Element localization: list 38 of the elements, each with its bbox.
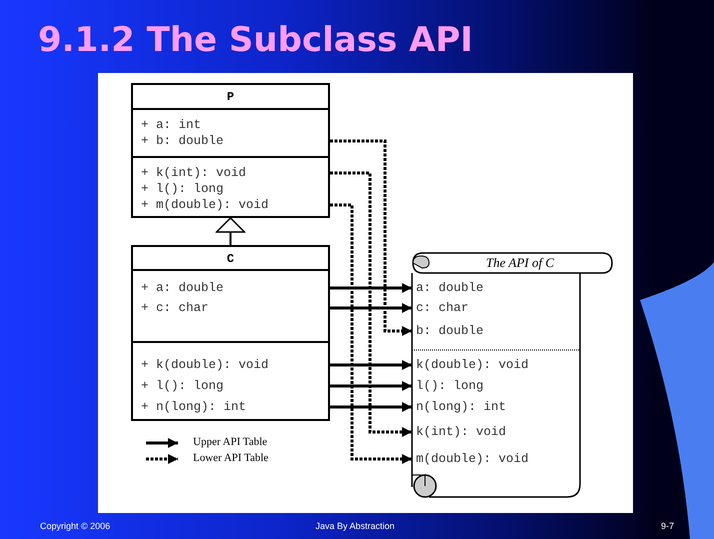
class-member: + k(int): void (140, 165, 246, 181)
api-entry: m(double): void (412, 451, 580, 467)
class-box (131, 83, 330, 218)
class-member: + l(): long (140, 181, 224, 197)
class-name: C (226, 251, 236, 268)
arrow (330, 381, 412, 391)
class-member: + m(double): void (140, 197, 269, 213)
class-box (131, 245, 330, 421)
class-member: + a: double (140, 280, 224, 296)
api-entry: a: double (412, 280, 580, 296)
class-member: + l(): long (140, 378, 224, 394)
arrow (330, 283, 412, 293)
footer-text: 9-7 (660, 521, 674, 531)
class-member: + b: double (140, 133, 224, 149)
arrow (330, 402, 412, 412)
class-member: + a: int (140, 117, 202, 133)
api-entry: k(double): void (412, 357, 580, 373)
class-member: + c: char (140, 300, 209, 316)
api-entry: c: char (412, 300, 580, 316)
api-entry: b: double (412, 323, 580, 339)
arrow (330, 204, 412, 464)
api-entry: n(long): int (412, 399, 580, 415)
footer-text: Java By Abstraction (314, 521, 396, 531)
legend-text: Upper API Table (193, 436, 268, 448)
class-member: + n(long): int (140, 399, 246, 415)
arrow (330, 172, 412, 437)
scroll-heading: The API of C (484, 255, 556, 271)
title: 9.1.2 The Subclass API (38, 20, 473, 60)
legend-text: Lower API Table (193, 452, 268, 464)
inheritance-arrow (216, 217, 246, 245)
arrow (330, 140, 412, 336)
arrow (330, 360, 412, 370)
footer-text: Copyright © 2006 (40, 521, 110, 531)
api-entry: k(int): void (412, 424, 580, 440)
class-member: + k(double): void (140, 357, 269, 373)
arrow (330, 303, 412, 313)
class-name: P (226, 89, 236, 106)
api-entry: l(): long (412, 378, 580, 394)
